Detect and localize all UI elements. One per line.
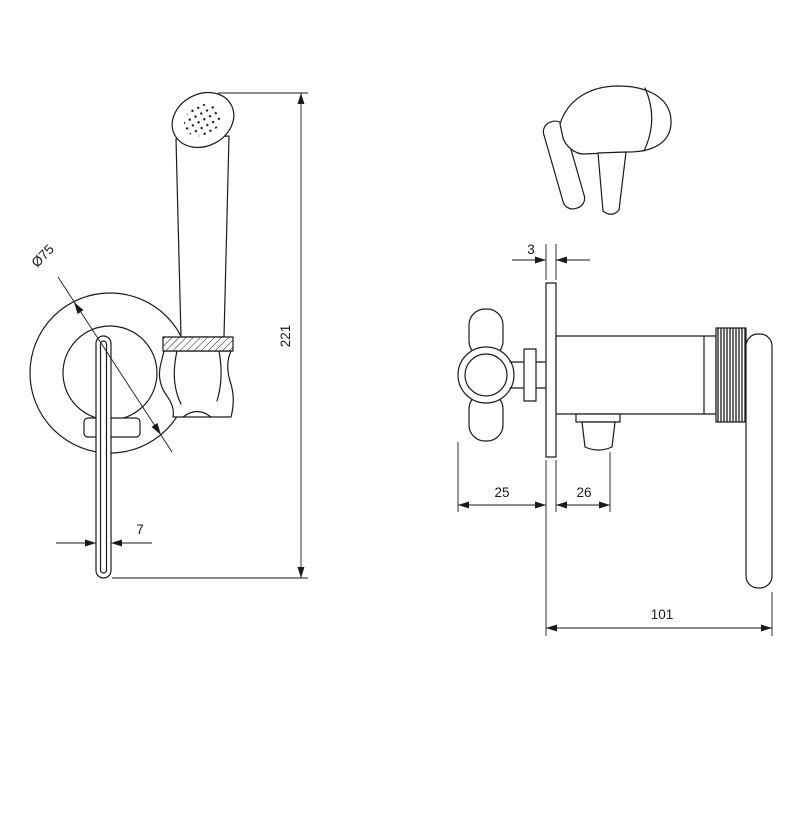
shower-holder <box>158 350 234 418</box>
spray-nozzles <box>183 103 223 137</box>
dim-plate-thickness: 3 <box>512 242 590 280</box>
dim-label-25: 25 <box>494 485 509 500</box>
knurled-ring <box>715 327 747 423</box>
dim-lever-width: 7 <box>56 522 152 547</box>
mixer-lever-front <box>95 335 112 579</box>
hand-shower-side <box>542 85 672 215</box>
spray-face-side <box>542 120 586 210</box>
dim-label-diameter: Ø75 <box>29 241 58 270</box>
hose-outlet <box>575 413 621 451</box>
shower-handle-side <box>597 151 627 215</box>
dim-handle-to-wall: 25 26 <box>457 442 611 636</box>
dim-label-overall-depth: 101 <box>651 607 674 622</box>
front-view-drawing <box>29 91 235 579</box>
dim-label-plate-thickness: 3 <box>527 242 535 257</box>
side-view-drawing <box>457 85 773 589</box>
dim-overall-height: 221 <box>112 92 308 579</box>
cross-handle-side <box>457 308 547 442</box>
dim-label-overall-height: 221 <box>278 325 293 348</box>
hand-shower-front <box>162 91 235 352</box>
valve-body <box>555 327 773 589</box>
dim-label-26: 26 <box>576 485 591 500</box>
dimension-annotations: 221 Ø75 7 3 <box>29 92 773 636</box>
holder-clamp-band <box>162 336 234 352</box>
mixer-lever-side <box>745 333 773 589</box>
wall-plate-side <box>545 282 557 458</box>
dim-overall-depth: 101 <box>546 592 773 636</box>
dim-label-lever-width: 7 <box>136 522 144 537</box>
